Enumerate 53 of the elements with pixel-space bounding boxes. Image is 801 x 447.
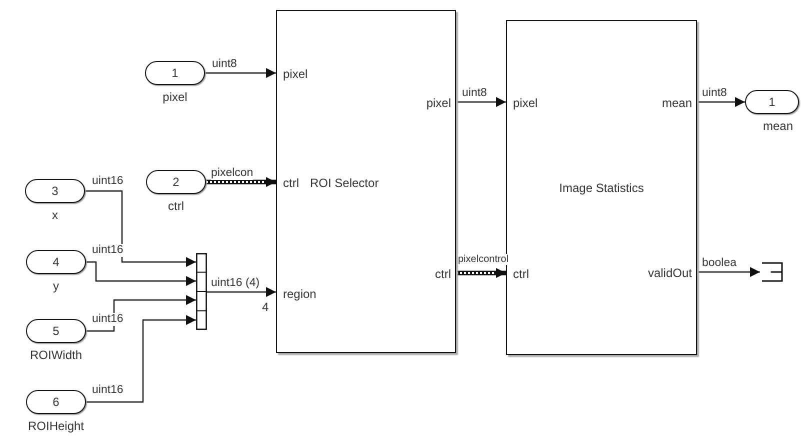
port-name: ROIHeight	[28, 419, 84, 433]
port-pill	[145, 61, 205, 85]
port-name: pixel	[162, 90, 188, 104]
port-label: ctrl	[435, 267, 451, 281]
signal-type-label: uint16	[92, 313, 124, 326]
port-number: 5	[52, 324, 60, 338]
subsystem-block	[276, 10, 456, 353]
signal-arrow	[86, 295, 196, 332]
block-name: ROI Selector	[310, 176, 379, 190]
port-number: 3	[52, 184, 58, 198]
signal-arrow	[205, 68, 276, 78]
signal-arrow	[456, 97, 506, 107]
port-pill	[25, 179, 85, 203]
port-name: ROIWidth	[30, 348, 82, 362]
signal-arrow	[207, 287, 276, 297]
bus-connector	[206, 177, 276, 187]
signal-dimension: 4	[262, 300, 269, 314]
port-label: mean	[662, 96, 692, 110]
port-name: y	[53, 279, 59, 293]
port-label: ctrl	[283, 176, 299, 190]
signal-type-label: pixelcon	[211, 167, 254, 180]
port-pill	[26, 390, 86, 414]
port-number: 6	[52, 395, 60, 409]
bus-connector	[456, 268, 506, 278]
mux-bar	[196, 253, 207, 330]
port-pill	[26, 319, 86, 343]
port-label: validOut	[648, 266, 692, 280]
subsystem-block	[506, 20, 697, 355]
signal-type-label: uint16 (4)	[211, 277, 260, 290]
port-pill	[26, 250, 86, 274]
port-label: pixel	[426, 96, 451, 110]
port-label: pixel	[513, 96, 538, 110]
signal-type-label: pixelcontrol	[458, 254, 509, 265]
port-number: 1	[172, 66, 178, 80]
signal-arrow	[85, 190, 196, 267]
port-label: ctrl	[513, 267, 529, 281]
port-number: 1	[768, 95, 776, 109]
port-number: 2	[172, 175, 180, 189]
port-label: pixel	[283, 67, 308, 81]
terminator-symbol	[760, 261, 784, 283]
signal-arrow	[86, 261, 196, 286]
signal-arrow	[697, 267, 760, 277]
port-label: region	[283, 287, 316, 301]
signal-arrow	[86, 315, 196, 403]
port-pill	[146, 170, 206, 194]
port-name: mean	[762, 119, 794, 133]
signal-type-label: uint16	[92, 244, 124, 257]
port-pill	[745, 90, 799, 114]
block-name: Image Statistics	[558, 181, 645, 195]
port-name: ctrl	[168, 199, 184, 213]
signal-arrow	[697, 97, 745, 107]
port-name: x	[52, 208, 58, 222]
port-number: 4	[52, 255, 60, 269]
